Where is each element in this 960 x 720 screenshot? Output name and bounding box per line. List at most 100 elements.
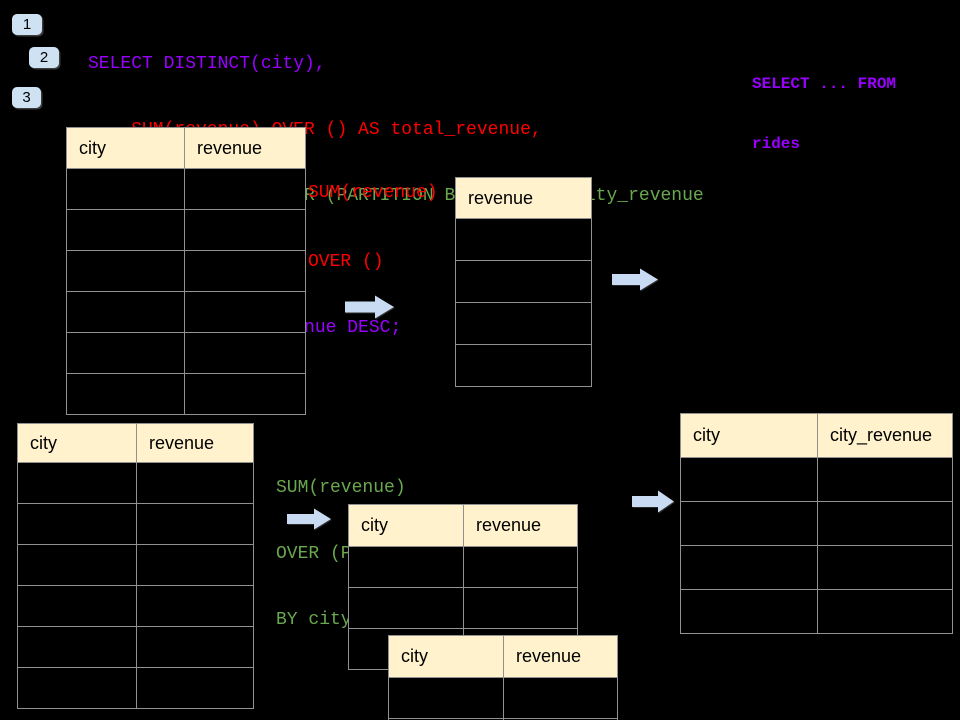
table-header-row: city city_revenue xyxy=(680,413,953,458)
table-cell-empty xyxy=(136,667,254,709)
table-cell-empty xyxy=(136,585,254,627)
table-row xyxy=(680,589,953,634)
table-row xyxy=(455,218,592,261)
table-cell-empty xyxy=(17,503,137,545)
table-cell-empty xyxy=(66,250,185,292)
total-revenue-result-table: revenue xyxy=(455,177,592,387)
table-row xyxy=(455,302,592,345)
table-cell-empty xyxy=(66,332,185,374)
table-cell-empty xyxy=(184,209,306,251)
table-cell-empty xyxy=(136,544,254,586)
table-cell-empty xyxy=(17,462,137,504)
arrow-right-icon xyxy=(345,295,395,319)
partition-annotation-line-1: SUM(revenue) xyxy=(276,478,406,498)
table-row xyxy=(66,209,306,251)
step-badge-3-label: 3 xyxy=(22,89,31,106)
table-row xyxy=(17,544,254,586)
table-row xyxy=(66,332,306,374)
table-row xyxy=(66,291,306,333)
table-cell-empty xyxy=(17,585,137,627)
table-header-row: city revenue xyxy=(348,504,578,547)
side-note-line-1: SELECT ... FROM xyxy=(752,75,897,93)
total-revenue-annotation: SUM(revenue) OVER () xyxy=(308,136,438,320)
table-cell-empty xyxy=(184,373,306,415)
table-cell-empty xyxy=(455,218,592,261)
table-cell-empty xyxy=(348,546,464,588)
column-header-city: city xyxy=(680,413,818,458)
arrow-right-icon xyxy=(632,490,675,513)
table-cell-empty xyxy=(503,677,618,719)
table-row xyxy=(66,373,306,415)
table-header-row: city revenue xyxy=(66,127,306,169)
table-cell-empty xyxy=(463,546,578,588)
table-row xyxy=(455,260,592,303)
table-cell-empty xyxy=(348,587,464,629)
select-from-rides-note: SELECT ... FROM rides xyxy=(752,34,896,194)
table-cell-empty xyxy=(184,168,306,210)
column-header-revenue: revenue xyxy=(503,635,618,678)
table-row xyxy=(17,585,254,627)
table-cell-empty xyxy=(66,373,185,415)
step-badge-2-label: 2 xyxy=(39,49,49,66)
table-row xyxy=(388,718,618,720)
table-cell-empty xyxy=(66,291,185,333)
table-row xyxy=(17,462,254,504)
side-note-line-2: rides xyxy=(752,135,801,153)
table-row xyxy=(388,677,618,719)
table-cell-empty xyxy=(184,291,306,333)
table-row xyxy=(17,626,254,668)
table-cell-empty xyxy=(817,589,953,634)
table-cell-empty xyxy=(455,302,592,345)
column-header-city: city xyxy=(388,635,504,678)
table-cell-empty xyxy=(388,677,504,719)
rides-table-step3: city revenue xyxy=(17,423,254,709)
table-header-row: revenue xyxy=(455,177,592,219)
column-header-city: city xyxy=(348,504,464,547)
column-header-city: city xyxy=(66,127,185,169)
table-cell-empty xyxy=(817,545,953,590)
table-cell-empty xyxy=(463,587,578,629)
arrow-right-icon xyxy=(287,508,332,530)
table-cell-empty xyxy=(455,344,592,387)
table-cell-empty xyxy=(680,589,818,634)
column-header-revenue: revenue xyxy=(455,177,592,219)
column-header-city-revenue: city_revenue xyxy=(817,413,953,458)
table-row xyxy=(680,501,953,546)
table-row xyxy=(17,503,254,545)
arrow-right-icon xyxy=(612,268,659,291)
table-cell-empty xyxy=(136,503,254,545)
column-header-city: city xyxy=(17,423,137,463)
table-cell-empty xyxy=(136,462,254,504)
table-cell-empty xyxy=(503,718,618,720)
table-cell-empty xyxy=(17,667,137,709)
table-row xyxy=(680,457,953,502)
table-row xyxy=(455,344,592,387)
rides-table-step1: city revenue xyxy=(66,127,306,415)
table-cell-empty xyxy=(817,501,953,546)
table-cell-empty xyxy=(680,545,818,590)
table-header-row: city revenue xyxy=(388,635,618,678)
table-row xyxy=(348,546,578,588)
table-row xyxy=(66,250,306,292)
step-badge-2: 2 xyxy=(29,47,59,68)
step-badge-1: 1 xyxy=(12,14,42,35)
total-annotation-line-2: OVER () xyxy=(308,252,384,272)
table-row xyxy=(348,587,578,629)
table-cell-empty xyxy=(680,457,818,502)
table-row xyxy=(66,168,306,210)
partitioned-table-front: city revenue xyxy=(388,635,618,720)
step-badge-1-label: 1 xyxy=(22,16,32,33)
table-cell-empty xyxy=(136,626,254,668)
table-cell-empty xyxy=(66,209,185,251)
table-row xyxy=(17,667,254,709)
table-row xyxy=(680,545,953,590)
total-annotation-line-1: SUM(revenue) xyxy=(308,183,438,203)
table-cell-empty xyxy=(184,332,306,374)
step-badge-3: 3 xyxy=(12,87,41,108)
table-cell-empty xyxy=(66,168,185,210)
column-header-revenue: revenue xyxy=(184,127,306,169)
table-cell-empty xyxy=(17,626,137,668)
table-header-row: city revenue xyxy=(17,423,254,463)
column-header-revenue: revenue xyxy=(136,423,254,463)
